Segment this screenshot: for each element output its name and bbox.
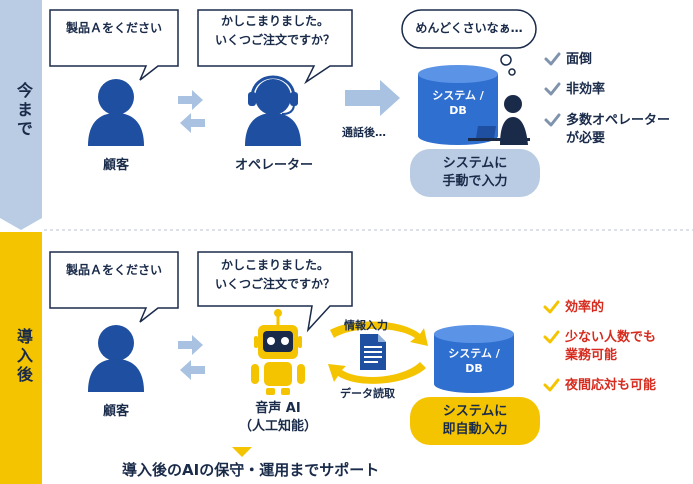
data-read-label: データ読取 — [340, 387, 395, 400]
before-pill-text: システムに 手動で入力 — [410, 155, 540, 191]
after-db-line1: システム / — [448, 347, 500, 360]
before-operator-bubble-line1: かしこまりました。 — [220, 14, 329, 28]
before-customer-bubble — [49, 9, 179, 81]
ai-label-line1: 音声 AI — [255, 401, 301, 416]
after-ai-bubble-text: かしこまりました。 いくつご注文ですか？ — [198, 256, 352, 294]
ai-robot-icon — [251, 309, 305, 395]
after-section-bar — [0, 232, 42, 484]
after-customer-bubble-text: 製品Ａをください — [65, 263, 162, 277]
after-check-item-2: 少ない人数でも — [565, 330, 657, 345]
before-db-line1: システム / — [432, 89, 484, 102]
before-operator-bubble-line2: いくつご注文ですか？ — [214, 33, 335, 47]
before-section-label: 今まで — [14, 82, 33, 139]
cycle-arrows-icon — [328, 321, 428, 384]
before-check-item-3: 多数オペレーター — [566, 113, 671, 128]
support-banner-text: 導入後のAIの保守・運用までサポート — [122, 461, 380, 479]
document-icon — [360, 334, 386, 370]
after-customer-bubble — [49, 251, 179, 323]
before-result-pill — [410, 149, 540, 197]
after-ai-bubble — [197, 251, 353, 333]
after-section-label: 導入後 — [14, 328, 33, 385]
before-customer-bubble-text: 製品Ａをください — [65, 21, 162, 35]
before-db-line2: DB — [449, 104, 467, 117]
before-pill-line2: 手動で入力 — [442, 174, 508, 189]
after-pill-text: システムに 即自動入力 — [410, 403, 540, 439]
support-banner-tab — [232, 447, 252, 457]
after-result-pill — [410, 397, 540, 445]
after-ai-bubble-line2: いくつご注文ですか？ — [214, 277, 335, 291]
before-exchange-arrows-icon — [178, 90, 205, 133]
after-check-item-2-cont: 業務可能 — [565, 348, 618, 363]
before-section-bar — [0, 0, 42, 230]
ai-label: 音声 AI （人工知能） — [228, 400, 328, 436]
after-pill-line1: システムに — [442, 404, 508, 419]
call-after-label: 通話後… — [342, 126, 386, 139]
after-check-item-1: 効率的 — [565, 300, 605, 315]
before-pill-line1: システムに — [442, 156, 508, 171]
before-operator-label: オペレーター — [234, 158, 313, 173]
before-db-label: システム / DB — [418, 88, 498, 118]
before-check-item-3-cont: が必要 — [566, 131, 606, 146]
info-input-label: 情報入力 — [344, 319, 388, 332]
after-database-icon — [434, 325, 514, 393]
after-pill-line2: 即自動入力 — [442, 422, 508, 437]
before-operator-headset-icon — [245, 75, 301, 146]
thought-bubble-text: めんどくさいなぁ… — [415, 21, 523, 35]
before-operator-bubble-text: かしこまりました。 いくつご注文ですか？ — [198, 12, 352, 50]
before-customer-label: 顧客 — [102, 158, 129, 173]
thought-bubble — [401, 9, 537, 76]
after-db-label: システム / DB — [434, 346, 514, 376]
before-customer-person-icon — [88, 79, 144, 146]
after-ai-bubble-line1: かしこまりました。 — [220, 258, 329, 272]
after-db-line2: DB — [465, 362, 483, 375]
worker-at-computer-icon — [468, 95, 530, 145]
before-check-item-2: 非効率 — [566, 82, 606, 97]
after-check-icons — [543, 300, 560, 392]
before-check-item-1: 面倒 — [566, 52, 593, 67]
after-customer-person-icon — [88, 325, 144, 392]
before-check-icons — [544, 52, 561, 127]
before-flow-arrow-icon — [345, 80, 400, 116]
after-check-item-3: 夜間応対も可能 — [565, 378, 657, 393]
after-customer-label: 顧客 — [102, 404, 129, 419]
before-operator-bubble — [197, 9, 353, 85]
ai-label-line2: （人工知能） — [238, 419, 317, 434]
after-exchange-arrows-icon — [178, 335, 205, 380]
